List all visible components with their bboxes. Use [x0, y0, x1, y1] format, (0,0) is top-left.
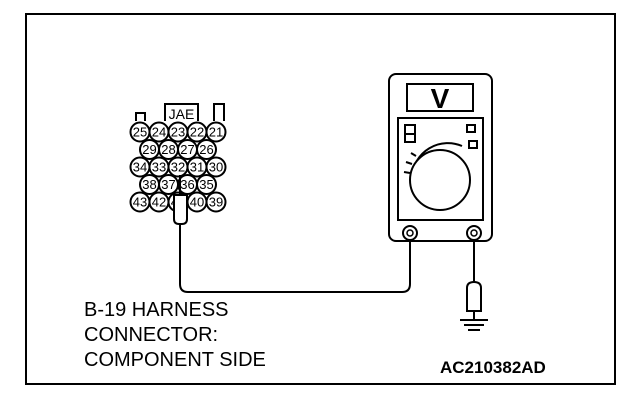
com-jack-inner: [406, 229, 414, 237]
caption-line-2: CONNECTOR:: [84, 324, 219, 346]
voltage-mode-symbol: V: [431, 83, 450, 114]
terminal-26: [196, 139, 217, 160]
terminal-number-37: 37: [161, 177, 175, 192]
terminal-number-34: 34: [133, 160, 147, 175]
terminal-number-32: 32: [171, 160, 185, 175]
terminal-number-30: 30: [209, 160, 223, 175]
dial-ticks: [403, 152, 417, 174]
meter-display: [406, 83, 474, 112]
voltmeter: V: [388, 73, 493, 242]
ground-symbol: [460, 319, 488, 331]
terminal-35: [196, 174, 217, 195]
connector-maker-label: JAE: [169, 106, 195, 122]
terminal-number-31: 31: [190, 160, 204, 175]
indicator-lower: [468, 140, 478, 149]
terminal-number-40: 40: [190, 195, 204, 210]
terminal-number-29: 29: [142, 142, 156, 157]
terminal-number-39: 39: [209, 195, 223, 210]
connector-tab-right: [213, 103, 225, 124]
terminal-number-38: 38: [142, 177, 156, 192]
ground-probe: [466, 280, 482, 312]
figure-code: AC210382AD: [440, 358, 546, 377]
terminal-number-22: 22: [190, 125, 204, 140]
terminal-number-33: 33: [152, 160, 166, 175]
terminal-number-36: 36: [180, 177, 194, 192]
harness-connector: JAE 25 24 23 22 21 29 28 27 26 34 33 32 31 30 38 37 36 35…: [127, 103, 232, 225]
terminal-number-42: 42: [152, 195, 166, 210]
terminal-number-26: 26: [199, 142, 213, 157]
terminal-number-23: 23: [171, 125, 185, 140]
figure-frame: [25, 13, 616, 385]
terminal-21: [205, 121, 227, 143]
indicator-upper: [466, 124, 476, 133]
volt-jack-inner: [470, 229, 478, 237]
terminal-39: [205, 191, 227, 213]
test-lead-wire: [179, 224, 411, 293]
selector-dial: [409, 149, 471, 211]
terminal-number-35: 35: [199, 177, 213, 192]
terminal-number-28: 28: [161, 142, 175, 157]
terminal-number-27: 27: [180, 142, 194, 157]
caption-line-1: B-19 HARNESS: [84, 299, 229, 321]
back-probe: [173, 194, 188, 225]
terminal-30: [205, 156, 227, 178]
terminal-number-21: 21: [209, 125, 223, 140]
connector-caption: B-19 HARNESS CONNECTOR: COMPONENT SIDE: [84, 298, 344, 373]
terminal-number-43: 43: [133, 195, 147, 210]
terminal-number-25: 25: [133, 125, 147, 140]
caption-line-3: COMPONENT SIDE: [84, 349, 266, 371]
terminal-number-24: 24: [152, 125, 166, 140]
